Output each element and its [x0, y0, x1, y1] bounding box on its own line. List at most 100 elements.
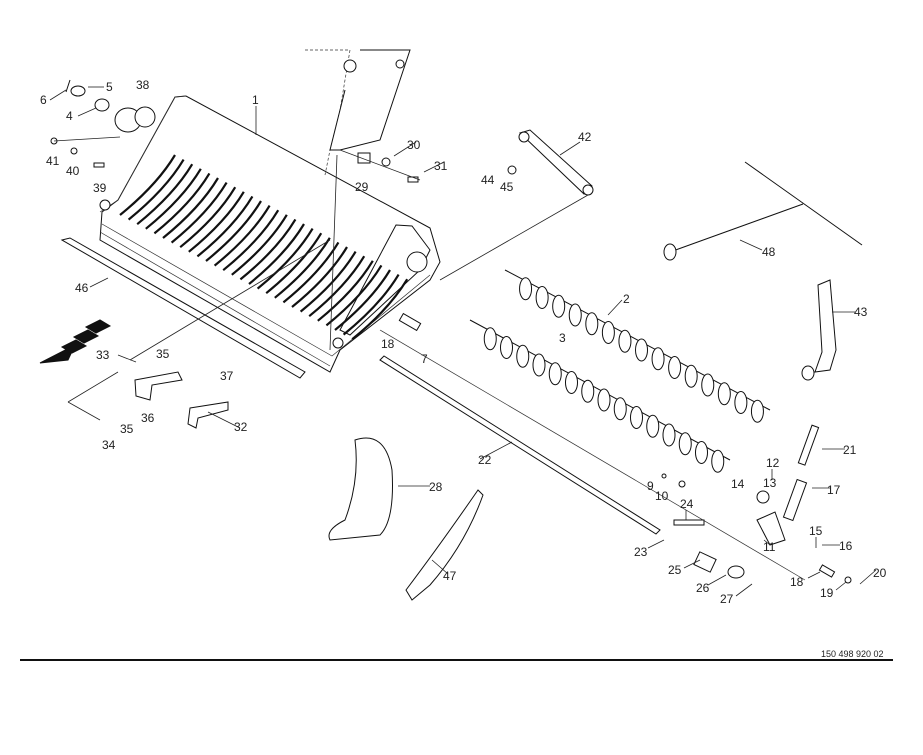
callout-28: 28 [429, 480, 443, 494]
callout-5: 5 [106, 80, 113, 94]
strip-46 [60, 237, 306, 379]
tine [205, 200, 262, 262]
auger-flight [568, 303, 582, 327]
drive-arm [305, 49, 411, 351]
pivot-parts [339, 149, 421, 183]
callout-13: 13 [763, 476, 777, 490]
callout-47: 47 [443, 569, 457, 583]
auger-flight [532, 353, 546, 377]
direction-arrow-icon [39, 319, 112, 364]
lower-mechanism [661, 424, 852, 584]
tine [256, 228, 314, 290]
callout-29: 29 [355, 180, 369, 194]
tine [196, 195, 254, 258]
callout-23: 23 [634, 545, 648, 559]
tine [291, 246, 348, 308]
augers [469, 269, 771, 473]
tine [170, 182, 228, 244]
tine [351, 278, 409, 341]
callout-40: 40 [66, 164, 80, 178]
auger-flight [601, 321, 615, 344]
callout-35: 35 [156, 347, 170, 361]
auger-flight [734, 391, 748, 414]
auger-flight [635, 338, 648, 362]
auger-flight [519, 277, 533, 301]
bearing-parts [50, 79, 156, 168]
auger-flight [662, 423, 676, 447]
callout-9: 9 [647, 479, 654, 493]
callout-48: 48 [762, 245, 776, 259]
part-number: 150 498 920 02 [821, 649, 884, 659]
pickup-frame [99, 95, 441, 373]
tine [145, 168, 202, 230]
auger-flight [695, 441, 708, 464]
auger-flight [651, 347, 665, 371]
callout-43: 43 [854, 305, 868, 319]
auger-flight [597, 388, 611, 412]
callout-34: 34 [102, 438, 116, 452]
tine [153, 172, 211, 235]
callout-12: 12 [766, 456, 780, 470]
callout-27: 27 [720, 592, 734, 606]
leader-lines [49, 86, 877, 597]
callout-37: 37 [220, 369, 234, 383]
callout-18: 18 [381, 337, 395, 351]
callout-36: 36 [141, 411, 155, 425]
auger-flight [552, 294, 566, 318]
auger-flight [618, 329, 632, 353]
callout-33: 33 [96, 348, 110, 362]
tine [265, 232, 323, 295]
auger-flight [646, 414, 660, 438]
callout-45: 45 [500, 180, 514, 194]
callout-4: 4 [66, 109, 73, 123]
auger-flight [483, 327, 497, 351]
auger-flight [516, 344, 530, 368]
tine [179, 186, 237, 249]
tine [308, 255, 366, 318]
callout-39: 39 [93, 181, 107, 195]
callout-21: 21 [843, 443, 857, 457]
tine [222, 209, 280, 272]
callout-6: 6 [40, 93, 47, 107]
auger-flight [750, 399, 764, 423]
auger-flight [630, 406, 643, 429]
auger-flight [711, 449, 725, 473]
tine [136, 163, 194, 226]
callout-labels: 1 38 5 6 4 41 40 39 30 31 29 42 44 45 48… [40, 78, 887, 606]
callout-11: 11 [763, 540, 776, 554]
callout-32: 32 [234, 420, 248, 434]
tine [334, 269, 391, 331]
lever-43 [801, 279, 837, 381]
callout-44: 44 [481, 173, 495, 187]
callout-2: 2 [623, 292, 630, 306]
tine [127, 159, 185, 221]
callout-22: 22 [478, 453, 492, 467]
auger-flight [581, 379, 595, 403]
callout-24: 24 [680, 497, 694, 511]
callout-19: 19 [820, 586, 834, 600]
auger-flight [668, 356, 682, 379]
callout-20: 20 [873, 566, 887, 580]
tine [188, 191, 245, 253]
auger-flight [535, 286, 549, 309]
tine [119, 154, 176, 216]
callout-42: 42 [578, 130, 592, 144]
callout-3: 3 [559, 331, 566, 345]
pickup-tines [119, 154, 409, 341]
auger-flight [565, 371, 578, 394]
auger-flight [548, 362, 562, 386]
callout-16: 16 [839, 539, 853, 553]
tine [248, 223, 305, 285]
callout-10: 10 [655, 489, 669, 503]
tine [317, 260, 374, 322]
callout-30: 30 [407, 138, 421, 152]
callout-26: 26 [696, 581, 710, 595]
tine [162, 177, 219, 239]
tine [213, 205, 271, 267]
tbar-48 [663, 161, 863, 261]
callout-38: 38 [136, 78, 150, 92]
plates [134, 371, 484, 601]
tine [325, 264, 383, 327]
tine [239, 218, 297, 281]
